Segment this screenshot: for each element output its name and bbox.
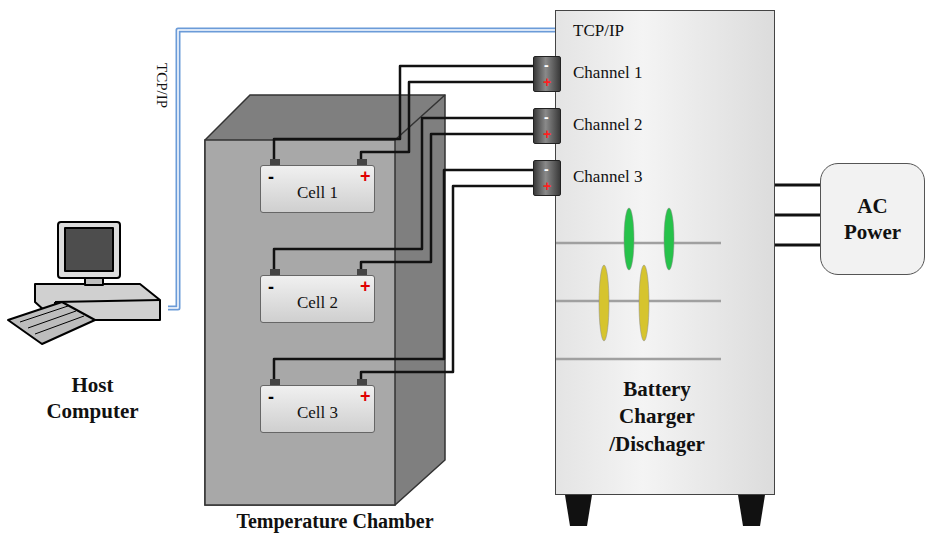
indicator-oval [664, 208, 674, 270]
connector-label: TCP/IP [153, 61, 170, 108]
polarity-sign: - [544, 162, 549, 176]
polarity-sign: + [360, 277, 371, 295]
node-text: Cell 1 [297, 184, 338, 203]
polarity-sign: - [268, 168, 274, 186]
channel-node: Channel 2 - + [533, 108, 683, 144]
polarity-sign: + [543, 179, 551, 193]
cell-node: Cell 1 - + [260, 165, 375, 213]
shelf-line [556, 300, 721, 303]
polarity-sign: + [360, 167, 371, 185]
wire [775, 184, 820, 187]
shelf-line [556, 358, 721, 361]
wire [274, 66, 533, 165]
terminal-post [357, 159, 367, 165]
connector [274, 118, 533, 275]
polarity-sign: + [360, 387, 371, 405]
indicator-oval [639, 265, 649, 341]
charger-feet [565, 495, 765, 526]
terminal-post [357, 379, 367, 385]
cell-node: Cell 2 - + [260, 275, 375, 323]
chamber-node: Temperature ChamberCell 1-+Cell 2-+Cell … [205, 95, 445, 545]
shelf-line [556, 242, 721, 245]
connector [274, 66, 533, 165]
wire [361, 82, 533, 165]
node-text: Cell 2 [297, 294, 338, 313]
terminal-post [270, 379, 280, 385]
charger-node: TCP/IP Battery Charger /Dischager Channel … [555, 10, 775, 495]
polarity-sign: + [543, 75, 551, 89]
terminal-post [270, 159, 280, 165]
polarity-sign: - [544, 58, 549, 72]
computer-icon [8, 222, 160, 344]
wire [361, 186, 533, 385]
indicator-oval [599, 265, 609, 341]
host-node: Host Computer [8, 222, 168, 430]
ac-node: AC Power [820, 163, 925, 275]
terminal-post [270, 269, 280, 275]
wire [274, 118, 533, 275]
node-text: Channel 2 [573, 116, 642, 135]
wire [775, 214, 820, 217]
indicator-oval [624, 208, 634, 270]
polarity-sign: + [543, 127, 551, 141]
node-text: AC Power [837, 193, 909, 246]
connector [775, 185, 820, 245]
channel-node: Channel 1 - + [533, 56, 683, 92]
node-text: Host Computer [30, 372, 155, 425]
temperature-chamber-shape [205, 95, 445, 505]
node-text: Channel 1 [573, 64, 642, 83]
wire [361, 134, 533, 275]
node-text: Temperature Chamber [230, 509, 440, 534]
node-text: Cell 3 [297, 404, 338, 423]
terminal-post [357, 269, 367, 275]
node-text: TCP/IP [573, 21, 624, 41]
polarity-sign: - [544, 110, 549, 124]
cell-node: Cell 3 - + [260, 385, 375, 433]
polarity-sign: - [268, 278, 274, 296]
wire [775, 244, 820, 247]
node-text: Channel 3 [573, 168, 642, 187]
channel-node: Channel 3 - + [533, 160, 683, 196]
polarity-sign: - [268, 388, 274, 406]
node-text: Battery Charger /Dischager [598, 376, 716, 458]
